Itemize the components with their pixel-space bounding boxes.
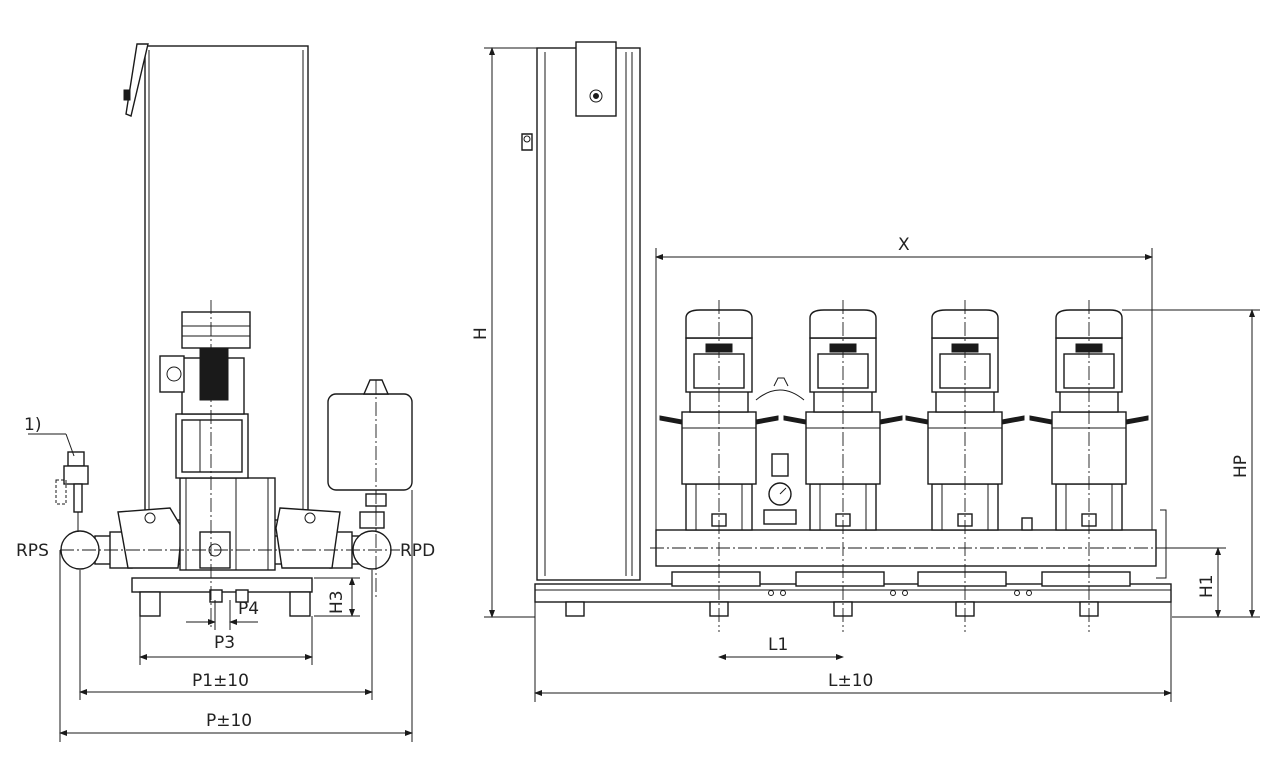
expansion-vessel — [327, 379, 413, 532]
control-cabinet-front — [521, 41, 641, 581]
note-1-label: 1) — [24, 415, 41, 435]
h-label: H — [471, 327, 491, 340]
l1-label: L1 — [768, 635, 788, 655]
front-dimensions — [484, 47, 1260, 702]
note-1-valve — [28, 433, 89, 532]
hp-label: HP — [1231, 455, 1251, 478]
base-frame-side — [131, 577, 313, 617]
p3-label: P3 — [214, 633, 235, 653]
side-dimensions — [59, 490, 413, 742]
rpd-label: RPD — [400, 541, 435, 561]
side-view: 1) RPS RPD H3 P4 P3 P1±10 P±10 — [16, 43, 435, 742]
front-view: H X HP H1 L1 L±10 — [471, 41, 1260, 702]
base-frame-front — [534, 583, 1172, 617]
h3-label: H3 — [327, 590, 347, 614]
p-label: P±10 — [206, 711, 252, 731]
h1-label: H1 — [1197, 574, 1217, 598]
p1-label: P1±10 — [192, 671, 249, 691]
x-label: X — [898, 235, 910, 255]
p4-label: P4 — [238, 599, 259, 619]
l-label: L±10 — [828, 671, 873, 691]
gauge-assembly — [755, 377, 805, 525]
pump-side — [159, 311, 276, 571]
rps-label: RPS — [16, 541, 49, 561]
